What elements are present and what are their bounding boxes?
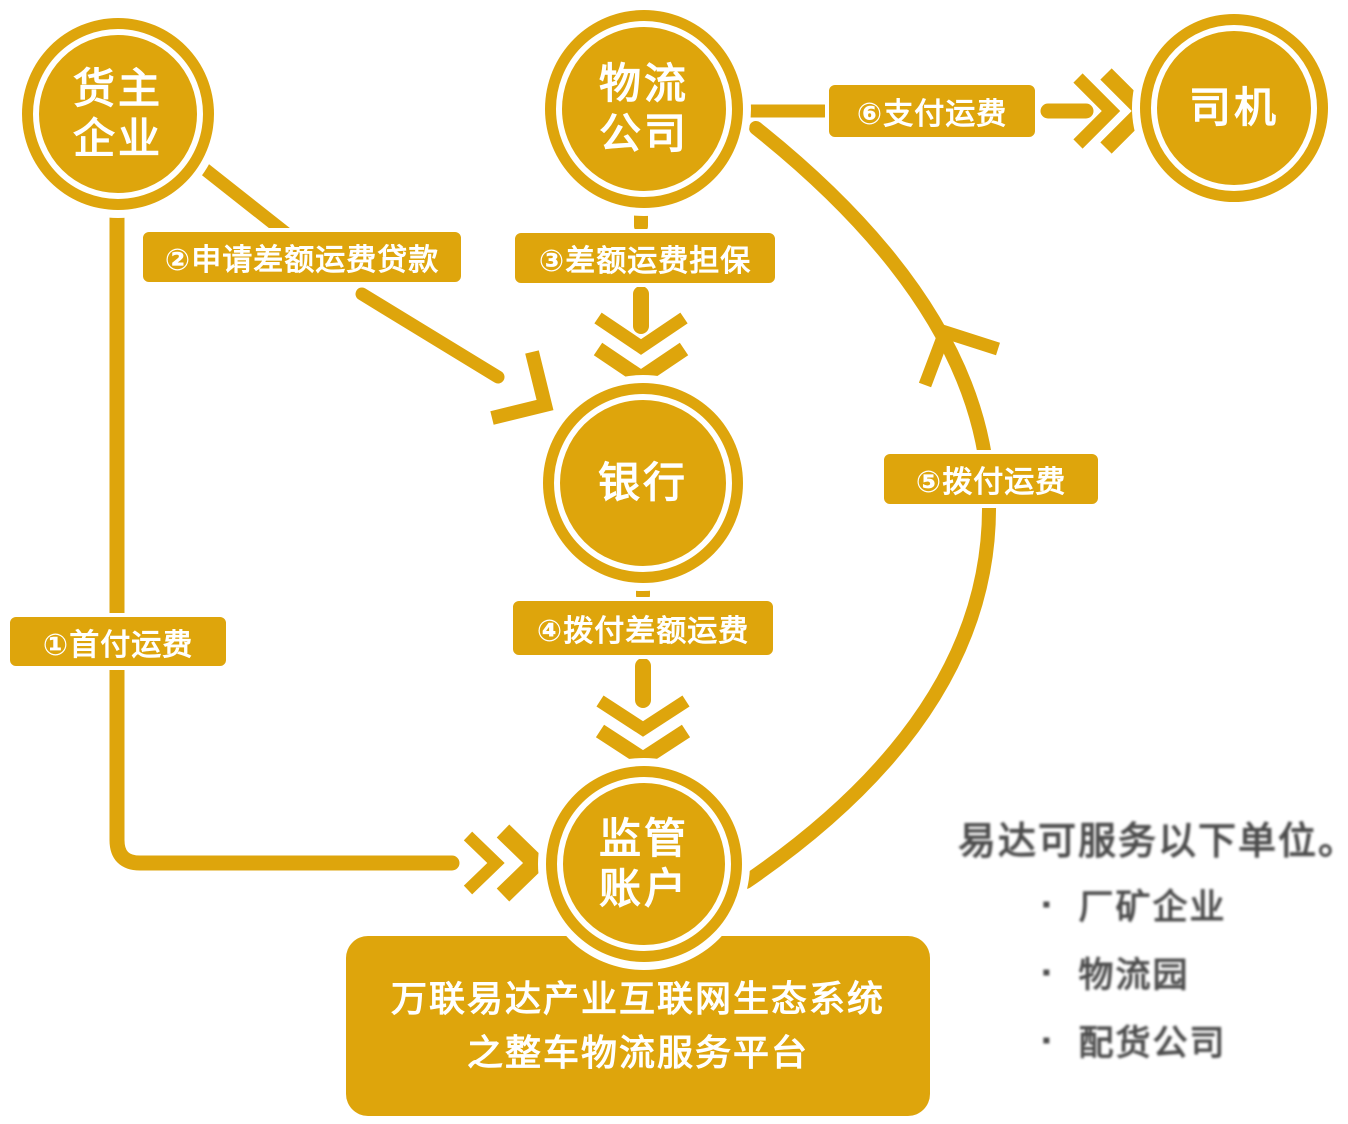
- arrowhead-step2-chevron: [490, 350, 554, 425]
- step2-label: ②申请差额运费贷款: [139, 228, 465, 286]
- node-logistics-label-line2: 公司: [598, 110, 689, 157]
- step4-label: ④拨付差额运费: [509, 597, 777, 659]
- ghost-item-list: ▪ 厂矿企业 ▪ 物流园 ▪ 配货公司: [958, 879, 1344, 1066]
- node-escrow-label-line1: 监管: [598, 815, 689, 862]
- circle-ring: [556, 21, 732, 197]
- arrowhead-step3-chevron-2: [593, 342, 689, 388]
- ghost-item-label: 配货公司: [1078, 1024, 1227, 1063]
- node-bank-label-line1: 银行: [597, 459, 688, 506]
- ghost-item-label: 厂矿企业: [1078, 888, 1227, 927]
- bullet-icon: ▪: [1042, 890, 1053, 918]
- arrowhead-step1-chevron-2: [496, 824, 549, 902]
- ghost-title: 易达可服务以下单位。: [958, 821, 1348, 863]
- circle-ring: [554, 394, 732, 572]
- step3-label: ③差额运费担保: [511, 229, 779, 287]
- bullet-icon: ▪: [1042, 1026, 1053, 1054]
- node-logistics-company: 物流 公司: [545, 10, 743, 208]
- arrowhead-step3-chevron-1: [594, 312, 688, 355]
- ghost-text-panel: 易达可服务以下单位。 ▪ 厂矿企业 ▪ 物流园 ▪ 配货公司: [958, 810, 1348, 1083]
- node-cargo-owner-label-line1: 货主: [72, 65, 163, 112]
- arrowhead-step1-chevron-1: [463, 831, 505, 895]
- node-escrow-account: 监管 账户: [546, 766, 742, 962]
- arrowhead-step4-chevron-2: [595, 724, 691, 768]
- platform-title-line2: 之整车物流服务平台: [466, 1032, 809, 1073]
- circle-ring: [1151, 25, 1317, 191]
- circle-ring: [557, 777, 731, 951]
- arrowhead-step4-chevron-1: [596, 695, 690, 737]
- step5-label: ⑤拨付运费: [880, 450, 1102, 508]
- node-cargo-owner-label-line2: 企业: [72, 115, 163, 162]
- node-driver: 司机: [1140, 14, 1328, 202]
- list-item: ▪ 厂矿企业: [1042, 879, 1344, 930]
- step6-label: ⑥支付运费: [825, 81, 1039, 141]
- node-escrow-label-line2: 账户: [598, 865, 689, 912]
- node-driver-label-line1: 司机: [1188, 84, 1279, 131]
- node-cargo-owner: 货主 企业: [22, 18, 214, 210]
- arrow-line-step1: [109, 192, 460, 871]
- ghost-item-label: 物流园: [1078, 956, 1190, 995]
- bullet-icon: ▪: [1042, 958, 1053, 986]
- arrowhead-step6-chevron-1: [1073, 73, 1121, 149]
- list-item: ▪ 配货公司: [1042, 1015, 1344, 1066]
- arrow-line-step2b: [355, 287, 505, 384]
- node-bank: 银行: [543, 383, 743, 583]
- arrowhead-step5-chevron: [918, 323, 1000, 388]
- node-logistics-label-line1: 物流: [598, 60, 689, 107]
- step1-label: ①首付运费: [6, 613, 230, 670]
- circle-ring: [33, 29, 203, 199]
- platform-title-line1: 万联易达产业互联网生态系统: [390, 978, 885, 1019]
- list-item: ▪ 物流园: [1042, 947, 1344, 998]
- platform-box: 万联易达产业互联网生态系统 之整车物流服务平台: [346, 936, 930, 1116]
